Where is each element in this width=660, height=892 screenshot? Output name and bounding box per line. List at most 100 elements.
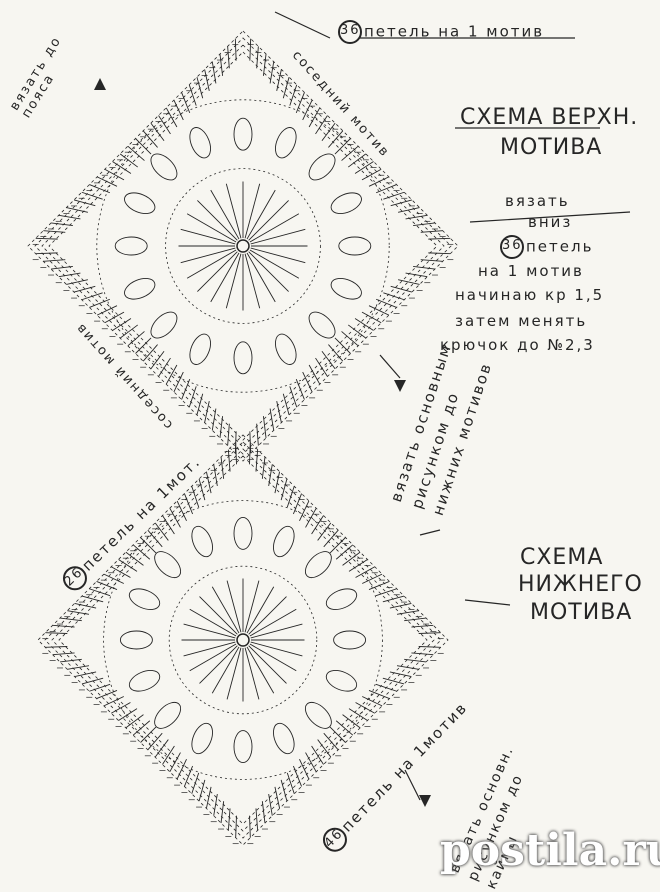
top-motif-stitch: [368, 305, 390, 316]
top-motif-stitch: [112, 161, 132, 174]
top-motif-spoke: [210, 252, 240, 303]
bottom-motif-stitch: [311, 515, 324, 535]
leader-line: [464, 599, 511, 606]
top-motif-petal: [189, 333, 211, 365]
bottom-motif-stitch: [213, 464, 218, 487]
bottom-motif-stitch: [176, 500, 187, 521]
instr-loops-text: петель: [526, 237, 594, 256]
bottom-motif-stitch: [81, 677, 104, 685]
top-motif-spoke: [246, 189, 276, 240]
top-motif-stitch: [308, 107, 321, 128]
top-motif-stitch: [276, 69, 282, 91]
top-motif-stitch: [315, 115, 328, 135]
top-motif-petal: [124, 192, 156, 214]
top-motif-stitch: [104, 311, 125, 324]
bottom-motif-chain-ring: [103, 500, 383, 780]
bottom-motif-stitch: [317, 522, 332, 541]
bottom-motif-spoke: [199, 645, 238, 684]
top-motif-stitch: [295, 92, 305, 114]
hook-line-2: затем менять: [455, 312, 588, 330]
leader-line: [419, 529, 441, 536]
bottom-motif-stitch: [280, 478, 288, 501]
top-motif-stitch: [142, 130, 158, 148]
top-motif-stitch: [43, 259, 66, 262]
bottom-motif-stitch: [404, 658, 427, 663]
top-motif-stitch: [398, 279, 420, 285]
bottom-motif-spoke: [199, 596, 238, 635]
bottom-motif-petal: [325, 670, 358, 692]
top-motif-stitch: [390, 199, 413, 207]
top-motif-spoke: [250, 228, 306, 245]
bottom-motif-spoke: [246, 586, 275, 634]
top-motif-stitch: [383, 292, 405, 301]
leader-line: [404, 769, 421, 801]
bottom-motif-stitch: [184, 493, 194, 515]
bottom-motif-stitch: [411, 652, 434, 656]
bottom-motif-stitch: [375, 683, 397, 692]
bottom-motif-row: [44, 441, 442, 839]
bottom-motif-stitch: [132, 544, 151, 560]
top-motif-petal: [189, 127, 211, 159]
top-motif-chain-ring: [165, 168, 321, 324]
bottom-motif-stitch: [362, 696, 383, 707]
bottom-motif-stitch: [261, 456, 266, 479]
top-motif-stitch: [196, 393, 204, 416]
top-motif-stitch: [89, 184, 111, 194]
top-motif-stitch: [96, 176, 118, 187]
bottom-motif-stitch: [132, 720, 151, 736]
bottom-motif-petal: [304, 551, 332, 579]
bottom-motif-petal: [273, 525, 295, 558]
top-motif-stitch: [188, 84, 197, 106]
top-motif-petal: [233, 341, 253, 375]
bottom-motif-stitch: [81, 595, 104, 603]
hook-line-1: начинаю кр 1,5: [455, 286, 605, 304]
top-motif-spoke: [180, 247, 236, 264]
bottom-motif-stitch: [205, 786, 212, 809]
top-motif-stitch: [181, 92, 191, 114]
top-motif-stitch: [204, 401, 210, 423]
postila-watermark: postila.ru: [440, 825, 660, 876]
bottom-motif-spoke: [250, 641, 303, 657]
bottom-motif-petal: [191, 525, 213, 558]
bottom-motif-stitch: [220, 456, 225, 479]
top-motif-stitch: [227, 46, 230, 69]
bottom-motif-spoke: [249, 643, 297, 672]
bottom-motif-stitch: [404, 617, 427, 622]
top-motif-stitch: [81, 292, 103, 301]
bottom-motif-stitch: [74, 671, 97, 678]
top-motif-petal: [338, 236, 372, 256]
top-motif-stitch: [135, 337, 152, 354]
bottom-motif-stitch: [176, 759, 187, 780]
top-motif-row: [41, 44, 445, 448]
top-motif-stitch: [289, 386, 298, 408]
top-motif-stitch: [135, 138, 152, 155]
bottom-motif-stitch: [382, 677, 405, 685]
top-motif-stitch: [282, 76, 290, 99]
top-motif-spoke: [249, 249, 300, 279]
top-motif-stitch: [347, 324, 367, 339]
bottom-motif-stitch: [418, 646, 441, 648]
bottom-motif-stitch: [45, 646, 68, 648]
bottom-motif-petal: [304, 701, 332, 729]
top-motif-stitch: [341, 331, 359, 347]
bottom-motif-stitch: [235, 815, 237, 838]
top-motif-stitch: [150, 122, 165, 142]
top-motif-stitch: [328, 130, 344, 148]
top-motif-spoke: [250, 247, 306, 264]
top-motif-stitch: [289, 84, 298, 106]
bottom-motif-stitch: [249, 442, 251, 465]
bottom-motif-stitch: [355, 566, 376, 578]
top-motif-spoke: [248, 200, 289, 241]
top-motif-stitch: [295, 378, 305, 400]
bottom-motif-spoke: [189, 608, 237, 637]
bottom-motif-stitch: [280, 779, 288, 802]
bottom-motif-stitch: [118, 559, 138, 572]
top-motif-chain-ring: [96, 99, 390, 393]
bottom-motif-stitch: [335, 720, 354, 736]
bottom-motif-stitch: [368, 581, 390, 591]
bottom-motif-petal: [233, 730, 253, 764]
top-motif-stitch: [89, 298, 111, 308]
top-motif-stitch: [50, 222, 73, 227]
top-motif-stitch: [73, 285, 96, 293]
